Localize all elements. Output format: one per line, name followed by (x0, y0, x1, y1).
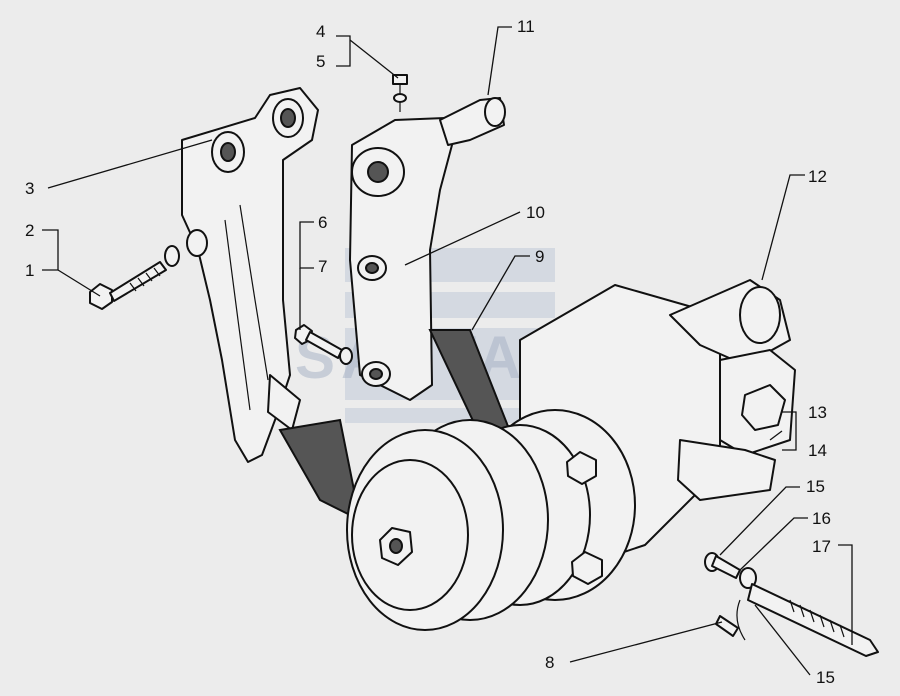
bolt-and-washer (89, 245, 180, 310)
callout-9: 9 (535, 247, 544, 266)
callout-labels: 4 5 11 3 2 1 6 7 10 9 12 13 14 15 16 17 … (25, 17, 835, 687)
callout-14: 14 (808, 441, 827, 460)
callout-11: 11 (517, 17, 535, 36)
tension-arm (349, 97, 506, 401)
callout-5: 5 (316, 52, 325, 71)
compressor-body (519, 279, 796, 561)
callout-3: 3 (25, 179, 34, 198)
callout-1: 1 (25, 261, 34, 280)
callout-4: 4 (316, 22, 325, 41)
callout-15-top: 15 (806, 477, 825, 496)
callout-16: 16 (812, 509, 831, 528)
callout-10: 10 (526, 203, 545, 222)
callout-2: 2 (25, 221, 34, 240)
callout-13: 13 (808, 403, 827, 422)
pulley-assembly (346, 409, 636, 631)
callout-7: 7 (318, 257, 327, 276)
clamp-bolt (392, 74, 408, 112)
callout-12: 12 (808, 167, 827, 186)
leader-lines (42, 26, 853, 676)
pivot-bolt (294, 324, 353, 365)
callout-6: 6 (318, 213, 327, 232)
callout-17: 17 (812, 537, 831, 556)
mounting-bracket (181, 87, 319, 463)
callout-8: 8 (545, 653, 554, 672)
callout-15-bottom: 15 (816, 668, 835, 687)
adjusting-screw (704, 552, 879, 657)
split-pin (715, 615, 739, 637)
